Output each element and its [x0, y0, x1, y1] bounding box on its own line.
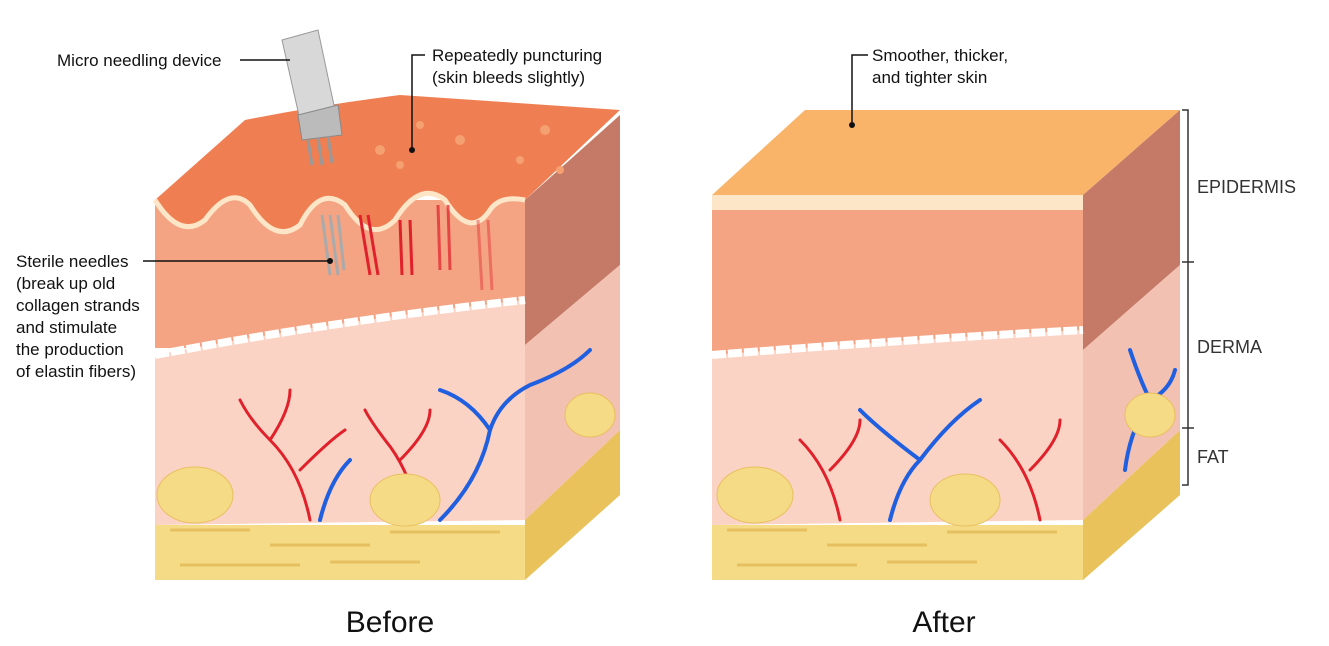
leader-dots — [327, 122, 855, 264]
label-result-2: and tighter skin — [872, 68, 987, 87]
layer-label-derma: DERMA — [1197, 337, 1262, 357]
after-fat-lobules — [716, 392, 1176, 527]
caption-after: After — [912, 606, 975, 639]
before-skin-block — [152, 29, 620, 580]
label-result-1: Smoother, thicker, — [872, 46, 1008, 65]
before-fat-cells — [170, 528, 500, 567]
label-needles-3: collagen strands — [16, 296, 140, 315]
label-needles-4: and stimulate — [16, 318, 117, 337]
microneedling-device — [281, 29, 343, 166]
after-side-epidermis — [1083, 110, 1180, 350]
after-side-derma — [1083, 265, 1180, 520]
needle-tracks — [358, 204, 494, 291]
label-puncture-1: Repeatedly puncturing — [432, 46, 602, 65]
after-fat-cells — [727, 528, 1057, 567]
layer-bracket — [1182, 109, 1194, 486]
before-side-fat — [525, 430, 620, 580]
before-side-epidermis — [525, 115, 620, 345]
after-side-fat — [1083, 430, 1180, 580]
caption-before: Before — [346, 606, 434, 639]
before-side-derma — [525, 265, 620, 520]
after-top-surface — [712, 110, 1180, 195]
after-blood-vessels — [798, 348, 1177, 522]
label-needles-5: the production — [16, 340, 124, 359]
label-needles-2: (break up old — [16, 274, 115, 293]
label-puncture-2: (skin bleeds slightly) — [432, 68, 585, 87]
label-needles-1: Sterile needles — [16, 252, 128, 271]
after-fat — [712, 525, 1083, 580]
before-fat — [155, 525, 525, 580]
before-derma — [155, 300, 525, 525]
before-basal-layer — [154, 296, 526, 359]
after-stratum — [712, 195, 1083, 210]
before-surface-edge — [152, 190, 526, 235]
after-skin-block — [711, 110, 1180, 580]
bleeding-spots — [375, 121, 564, 174]
before-fat-lobules — [156, 392, 616, 527]
after-basal-layer — [711, 326, 1084, 359]
layer-label-fat: FAT — [1197, 447, 1229, 467]
label-needles-6: of elastin fibers) — [16, 362, 136, 381]
leader-lines — [143, 54, 868, 262]
sterile-needles — [320, 214, 346, 276]
layer-label-epidermis: EPIDERMIS — [1197, 177, 1296, 197]
after-derma — [712, 330, 1083, 525]
label-device: Micro needling device — [57, 51, 221, 70]
